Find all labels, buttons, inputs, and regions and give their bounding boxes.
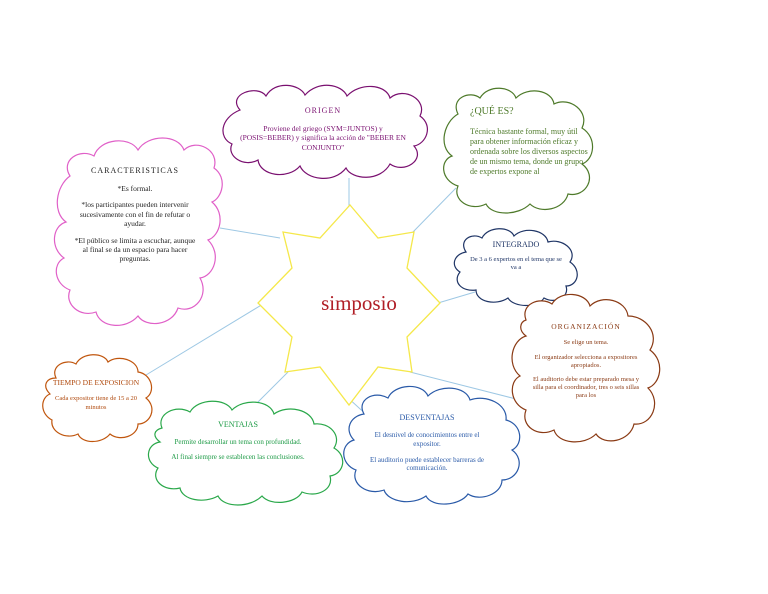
desventajas-title: DESVENTAJAS [399,413,455,422]
node-integrado: INTEGRADO De 3 a 6 expertos en el tema q… [470,240,562,272]
node-que-es: ¿QUÉ ES? Técnica bastante formal, muy út… [470,106,588,177]
cloud-organizacion [511,293,661,443]
que-es-body: Técnica bastante formal, muy útil para o… [470,126,588,176]
caracteristicas-title: CARACTERISTICAS [91,166,179,175]
ventajas-item: Al final siempre se establecen las concl… [171,452,305,461]
que-es-title: ¿QUÉ ES? [470,106,514,117]
node-caracteristicas: CARACTERISTICAS *Es formal. *los partici… [74,166,196,271]
organizacion-title: ORGANIZACIÓN [551,322,621,331]
connector-caracteristicas [219,227,281,239]
cloud-origen [222,84,429,179]
origen-title: ORIGEN [304,106,342,115]
ventajas-title: VENTAJAS [218,420,258,429]
tiempo-title: TIEMPO DE EXPOSICION [52,378,140,387]
organizacion-item: El auditorio debe estar preparado mesa y… [532,375,640,399]
node-tiempo: TIEMPO DE EXPOSICION Cada expositor tien… [50,378,142,412]
connectors [145,178,521,419]
integrado-body: De 3 a 6 expertos en el tema que se va a [470,256,562,272]
cloud-caracteristicas [53,137,223,326]
connector-integrado [437,291,476,304]
caracteristicas-item: *Es formal. [117,184,153,193]
cloud-que-es [443,87,594,214]
node-organizacion: ORGANIZACIÓN Se elige un tema. El organi… [528,322,644,406]
center-star [257,204,441,407]
node-ventajas: VENTAJAS Permite desarrollar un tema con… [168,420,308,468]
desventajas-item: El desnivel de conocimientos entre el ex… [374,431,480,448]
cloud-desventajas [343,385,521,505]
node-desventajas: DESVENTAJAS El desnivel de conocimientos… [366,413,488,480]
connector-tiempo [145,300,269,376]
cloud-tiempo [42,354,153,443]
organizacion-item: El organizador selecciona a expositores … [534,353,638,369]
caracteristicas-item: *los participantes pueden intervenir suc… [79,200,191,229]
origen-body: Proviene del griego (SYM=JUNTOS) y (POSI… [240,124,406,152]
caracteristicas-item: *El público se limita a escuchar, aunque… [74,235,196,264]
ventajas-item: Permite desarrollar un tema con profundi… [174,438,302,446]
node-origen: ORIGEN Proviene del griego (SYM=JUNTOS) … [238,106,408,152]
connector-organizacion [409,371,521,401]
desventajas-item: El auditorio puede establecer barreras d… [369,455,485,473]
center-title: simposio [321,291,397,315]
cloud-integrado [453,228,578,307]
tiempo-body: Cada expositor tiene de 15 a 20 minutos [55,395,137,411]
organizacion-item: Se elige un tema. [563,339,609,347]
cloud-ventajas [147,400,344,506]
integrado-title: INTEGRADO [492,240,540,249]
connector-que-es [411,187,457,234]
